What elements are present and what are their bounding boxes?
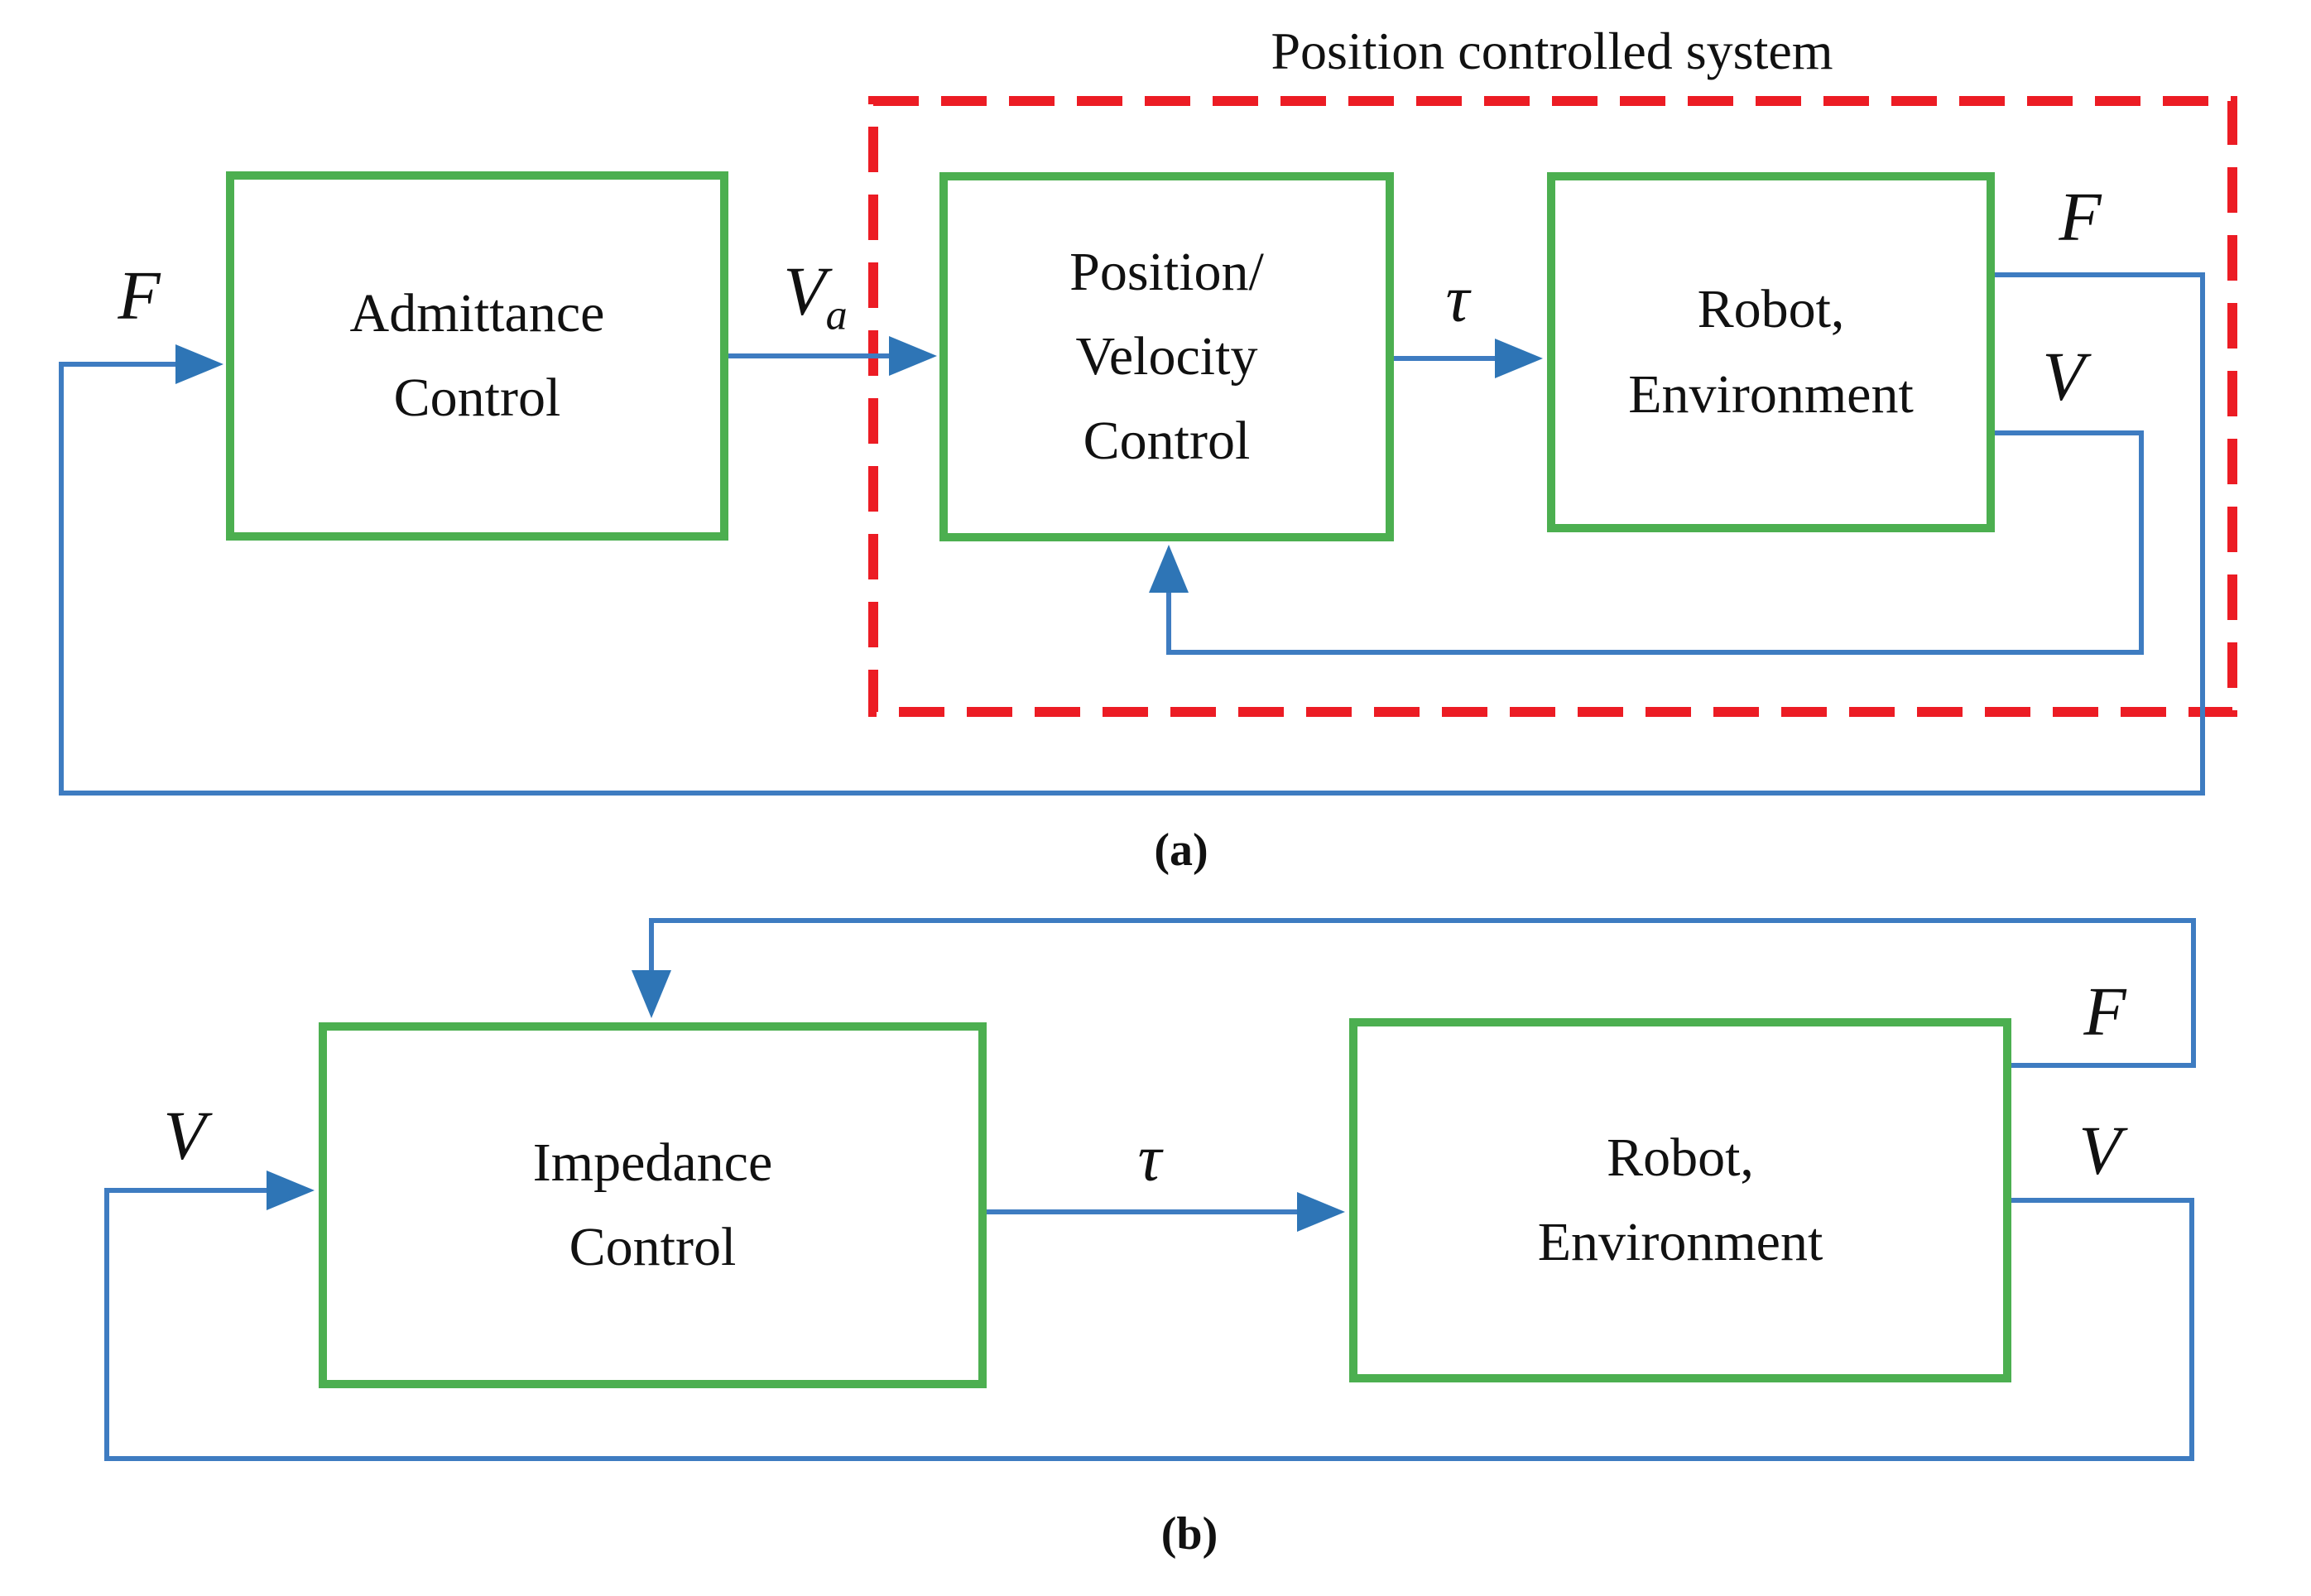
velocity-feedback-line-b [104, 1188, 2194, 1461]
signal-label-velocity-input-b: V [163, 1097, 206, 1175]
arrowhead-velocity-feedback-a [1149, 545, 1189, 593]
position-controlled-system-label: Position controlled system [1271, 22, 1833, 80]
arrowhead-torque-a [1495, 339, 1543, 378]
signal-label-velocity-output-b: V [2078, 1112, 2121, 1190]
panel-b-caption: (b) [1160, 1508, 1218, 1560]
block-label-line: Environment [1537, 1212, 1823, 1272]
signal-label-admittance-output-a: Va [783, 252, 848, 339]
block-label-line: Control [569, 1217, 737, 1277]
block-label-line: Position/ [1069, 241, 1264, 302]
block-label-line: Environment [1628, 363, 1914, 425]
signal-label-force-output-b: F [2083, 973, 2126, 1050]
block-label-line: Admittance [349, 282, 605, 344]
block-label-line: Robot, [1607, 1127, 1754, 1188]
signal-label-torque-b: τ [1137, 1122, 1162, 1195]
block-impedance-control: Impedance Control [319, 1022, 987, 1388]
arrowhead-admittance-output-a [889, 336, 937, 376]
signal-label-velocity-output-a: V [2042, 338, 2085, 416]
arrowhead-force-feedback-b [632, 970, 671, 1018]
block-robot-environment-a: Robot, Environment [1547, 172, 1995, 532]
force-feedback-line-b [649, 918, 2196, 1068]
velocity-feedback-line-a [1166, 430, 2144, 655]
signal-label-torque-a: τ [1445, 262, 1470, 336]
force-feedback-line-a [59, 272, 2205, 796]
block-label-line: Control [1083, 411, 1251, 472]
arrowhead-force-input-a [175, 344, 223, 384]
block-position-velocity-control: Position/ Velocity Control [939, 172, 1394, 541]
block-admittance-control: Admittance Control [226, 171, 728, 541]
block-label-line: Impedance [532, 1132, 773, 1193]
signal-label-force-input-a: F [118, 257, 161, 334]
signal-label-force-output-a: F [2059, 178, 2102, 256]
block-label-line: Control [393, 368, 561, 428]
signal-label-subscript: a [825, 291, 848, 339]
arrowhead-torque-b [1297, 1192, 1345, 1232]
block-robot-environment-b: Robot, Environment [1349, 1018, 2011, 1382]
arrowhead-velocity-input-b [267, 1171, 315, 1210]
block-label-line: Robot, [1697, 279, 1845, 340]
block-label-line: Velocity [1075, 325, 1258, 387]
panel-a-caption: (a) [1154, 824, 1208, 876]
position-controlled-system-dashed-box [868, 96, 2237, 717]
